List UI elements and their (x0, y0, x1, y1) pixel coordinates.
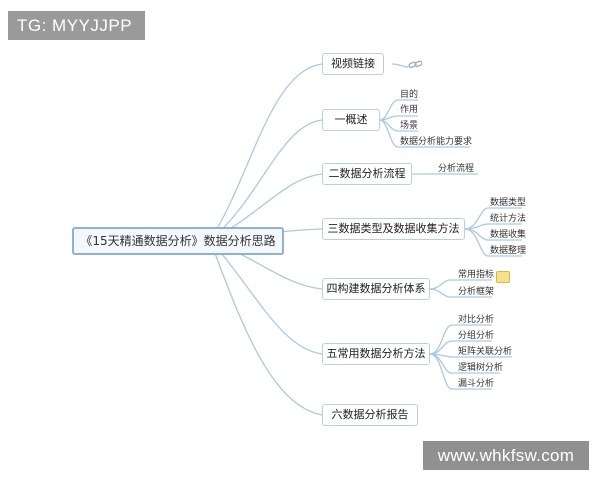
branch-methods[interactable]: 五常用数据分析方法 (322, 343, 430, 365)
leaf-purpose: 目的 (400, 90, 419, 100)
leaf-comparison: 对比分析 (458, 315, 495, 325)
leaf-stat-method: 统计方法 (490, 214, 527, 224)
watermark-bottom-right: www.whkfsw.com (423, 441, 589, 470)
note-icon[interactable] (496, 271, 510, 283)
leaf-data-type: 数据类型 (490, 198, 527, 208)
leaf-function: 作用 (400, 105, 419, 115)
watermark-top-left: TG: MYYJJPP (8, 11, 146, 40)
leaf-scenario: 场景 (400, 121, 419, 131)
branch-process[interactable]: 二数据分析流程 (322, 163, 412, 185)
leaf-grouping: 分组分析 (458, 331, 495, 341)
branch-overview[interactable]: 一概述 (322, 109, 380, 131)
leaf-data-collection: 数据收集 (490, 230, 527, 240)
leaf-ability: 数据分析能力要求 (400, 137, 473, 147)
branch-analysis-system[interactable]: 四构建数据分析体系 (322, 278, 430, 300)
root-node[interactable]: 《15天精通数据分析》数据分析思路 (72, 227, 284, 255)
leaf-data-cleaning: 数据整理 (490, 246, 527, 256)
leaf-analysis-process: 分析流程 (438, 164, 475, 174)
link-icon[interactable] (408, 60, 422, 68)
leaf-analysis-framework: 分析框架 (458, 287, 495, 297)
leaf-logic-tree: 逻辑树分析 (458, 363, 504, 373)
branch-report[interactable]: 六数据分析报告 (322, 404, 418, 426)
branch-video-link[interactable]: 视频链接 (322, 53, 384, 75)
branch-data-types[interactable]: 三数据类型及数据收集方法 (322, 218, 465, 240)
leaf-matrix: 矩阵关联分析 (458, 347, 513, 357)
leaf-funnel: 漏斗分析 (458, 379, 495, 389)
leaf-common-metrics: 常用指标 (458, 270, 495, 280)
